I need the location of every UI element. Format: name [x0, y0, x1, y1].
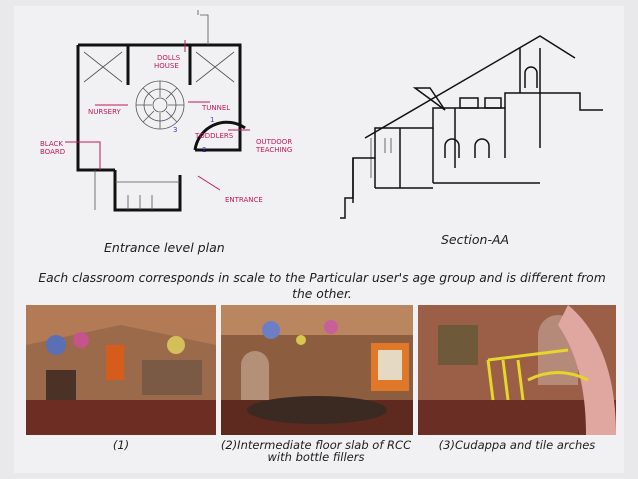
label-black: BLACK	[40, 140, 63, 148]
label-house: HOUSE	[154, 62, 179, 70]
label-outdoor: OUTDOOR	[256, 138, 292, 146]
label-entrance: ENTRANCE	[225, 196, 263, 204]
entrance-level-plan-drawing: DOLLS HOUSE NURSERY TUNNEL TODDLERS OUTD…	[40, 10, 292, 212]
description-text: Each classroom corresponds in scale to t…	[38, 271, 606, 301]
classroom-photo-1	[26, 305, 216, 435]
label-tunnel: TUNNEL	[201, 104, 230, 112]
section-caption: Section-AA	[441, 232, 510, 247]
label-teaching: TEACHING	[255, 146, 292, 154]
label-dolls: DOLLS	[157, 54, 181, 62]
photo-caption-2: (2)Intermediate floor slab of RCC with b…	[220, 438, 412, 464]
label-toddlers: TODDLERS	[194, 132, 234, 140]
label-num-3: 3	[173, 126, 177, 134]
section-aa-drawing	[340, 35, 603, 219]
label-num-2: 2	[202, 146, 206, 154]
photo-caption-1: (1)	[112, 438, 130, 452]
classroom-photo-2	[221, 305, 413, 435]
label-board: BOARD	[40, 148, 65, 156]
label-nursery: NURSERY	[88, 108, 122, 116]
photo-caption-3: (3)Cudappa and tile arches	[438, 438, 596, 452]
label-num-1: 1	[210, 116, 214, 124]
classroom-photo-3	[418, 305, 616, 435]
plan-caption: Entrance level plan	[104, 240, 225, 255]
